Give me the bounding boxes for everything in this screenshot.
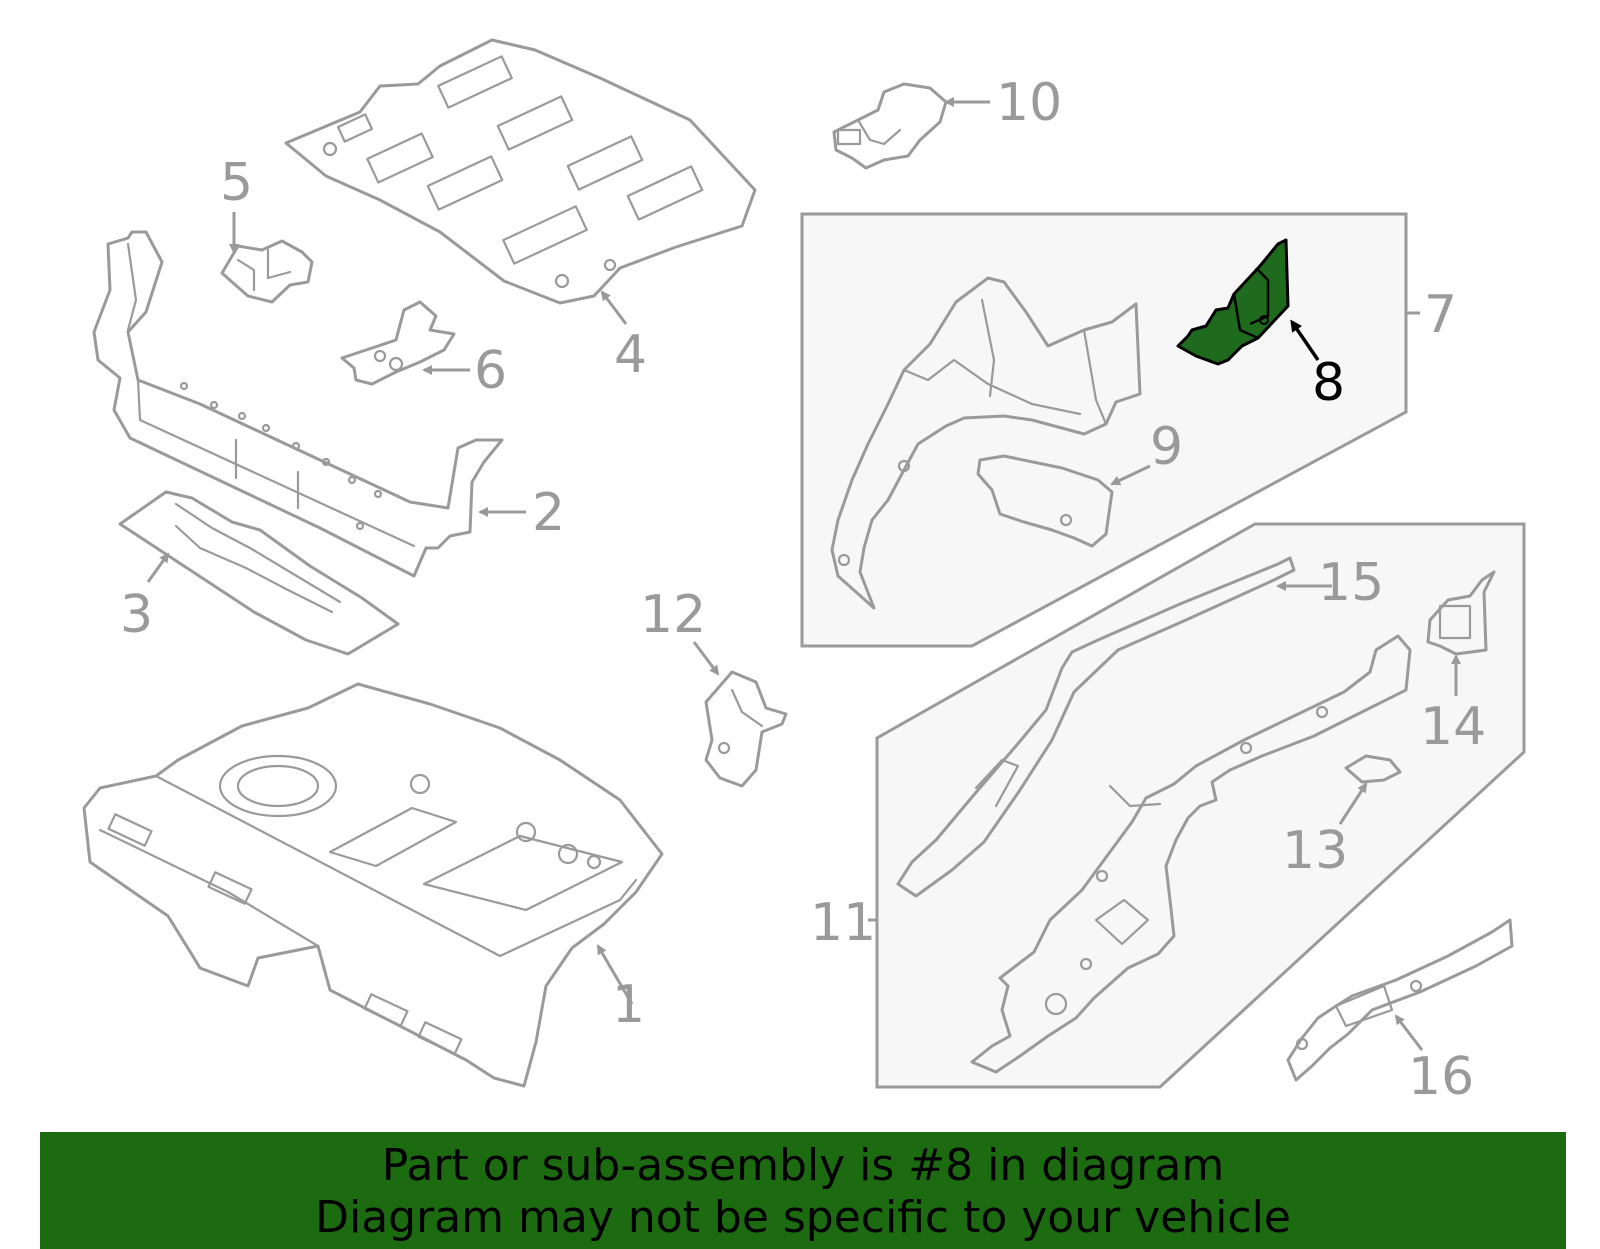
callout-10: 10 xyxy=(996,73,1062,133)
part-7-wheelhouse xyxy=(830,276,1142,610)
part-5-bracket xyxy=(220,239,314,304)
part-2-cross-member xyxy=(92,230,504,578)
callout-7: 7 xyxy=(1424,285,1457,345)
part-11-rail xyxy=(970,634,1412,1074)
callout-13: 13 xyxy=(1282,821,1348,881)
callout-2: 2 xyxy=(532,483,565,543)
callout-15: 15 xyxy=(1318,553,1384,613)
callout-6: 6 xyxy=(474,341,507,401)
part-9-panel xyxy=(976,454,1114,548)
part-13-bracket xyxy=(1344,754,1402,784)
footer-banner: Part or sub-assembly is #8 in diagram Di… xyxy=(40,1132,1566,1249)
part-4-floor-panel xyxy=(284,38,757,305)
callout-8: 8 xyxy=(1312,353,1345,413)
callout-9: 9 xyxy=(1150,417,1183,477)
callout-labels: 1 2 3 4 5 6 7 8 9 10 11 12 13 14 15 16 xyxy=(120,73,1486,1107)
part-16-reinforcement xyxy=(1286,918,1514,1082)
callout-1: 1 xyxy=(612,975,645,1035)
callout-14: 14 xyxy=(1420,697,1486,757)
part-8-highlighted-bracket xyxy=(1176,238,1290,366)
part-12-bracket xyxy=(704,670,788,788)
callout-3: 3 xyxy=(120,585,153,645)
callout-5: 5 xyxy=(220,153,253,213)
part-10-bracket xyxy=(832,82,948,170)
callout-16: 16 xyxy=(1408,1047,1474,1107)
part-3-reinforcement xyxy=(118,490,400,656)
part-6-bracket xyxy=(340,300,456,386)
callout-11: 11 xyxy=(810,893,876,953)
part-1-rear-floor xyxy=(82,682,664,1088)
parts-diagram: 1 2 3 4 5 6 7 8 9 10 11 12 13 14 15 16 xyxy=(82,38,1526,1107)
footer-line-2: Diagram may not be specific to your vehi… xyxy=(315,1192,1291,1243)
part-15-rail xyxy=(896,556,1296,898)
footer-line-1: Part or sub-assembly is #8 in diagram xyxy=(381,1140,1225,1191)
callout-4: 4 xyxy=(614,325,647,385)
leader-lines xyxy=(146,97,1461,1051)
callout-12: 12 xyxy=(640,585,706,645)
part-14-bracket xyxy=(1426,570,1496,656)
